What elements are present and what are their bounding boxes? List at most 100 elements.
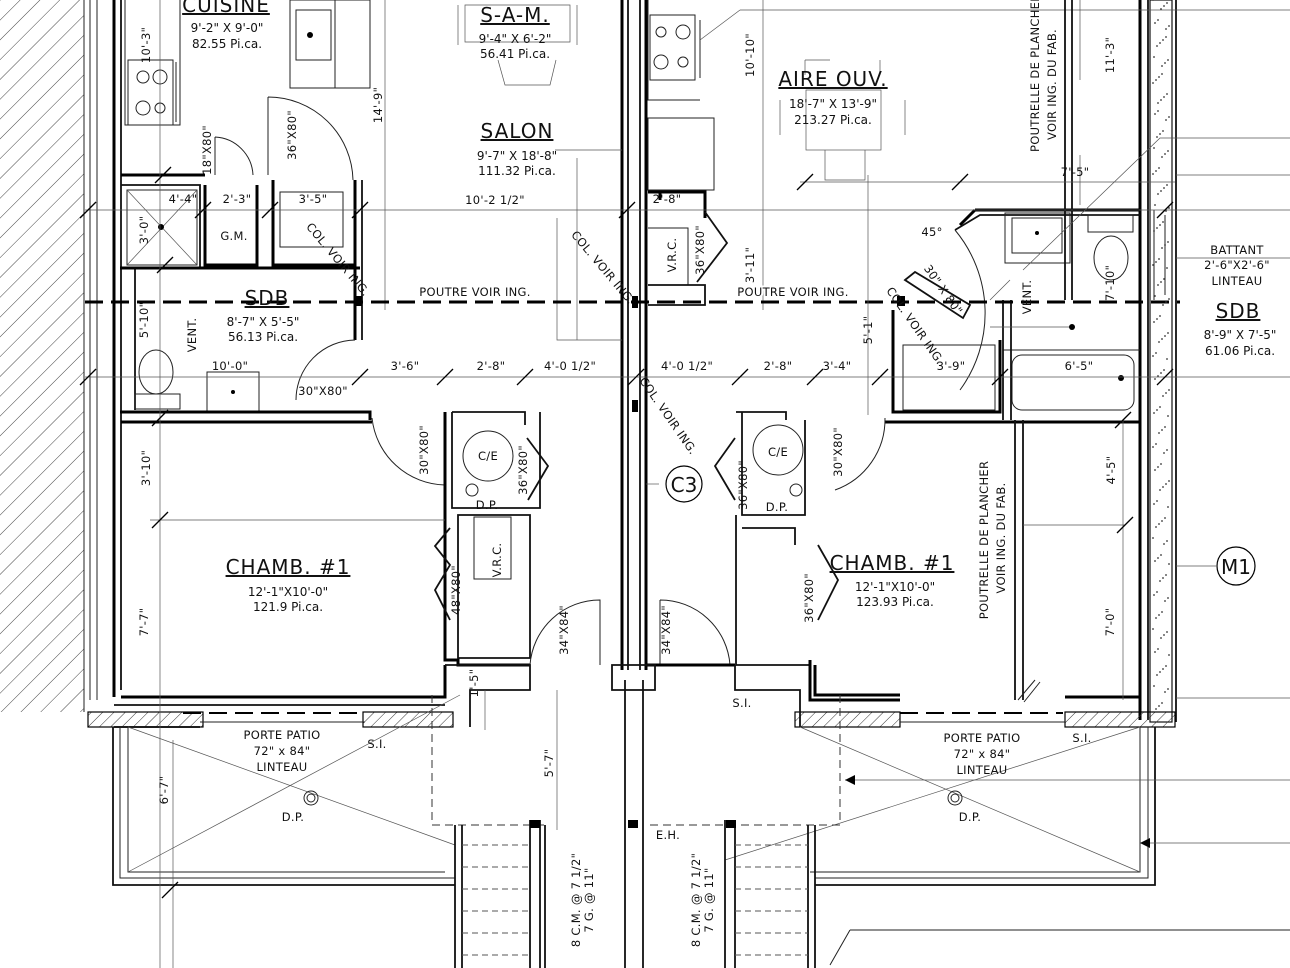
label-vrc: V.R.C. [490,543,504,578]
concrete-speckle [1166,631,1168,633]
label-stairs-treads: 7 G. @ 11" [702,867,716,932]
concrete-speckle [1155,352,1157,354]
concrete-speckle [1158,705,1160,707]
dim: 1'-5" [467,669,481,698]
concrete-speckle [1152,264,1154,266]
concrete-speckle [1165,28,1167,30]
dimension-tick [79,201,97,219]
dimension-tick [796,173,814,191]
label-window-lintel: LINTEAU [1211,274,1262,288]
dim: 4'-5" [1104,456,1118,485]
dim: 7'-0" [1103,608,1117,637]
concrete-speckle [1154,295,1156,297]
right-patio-door [611,664,1176,728]
dimension-tick [806,368,824,386]
left-exterior-wall [89,0,122,700]
room-open-area-name: AIRE OUV. [778,67,887,91]
dim: 36"X80" [693,225,707,275]
label-dp-closet: D.P. [766,500,789,514]
dimension-tick [156,256,174,274]
concrete-speckle [1164,153,1166,155]
concrete-speckle [1165,392,1167,394]
left-patio-door [87,664,531,728]
concrete-speckle [1164,691,1166,693]
dim: 10'-3" [139,27,153,63]
concrete-speckle [1152,711,1154,713]
concrete-speckle [1154,22,1156,24]
dim: 2'-8" [653,192,682,206]
concrete-speckle [1158,432,1160,434]
dimension-lines [79,0,1290,968]
dim: 14'-9" [371,87,385,123]
concrete-speckle [1161,520,1163,522]
concrete-speckle [1163,96,1165,98]
concrete-speckle [1166,184,1168,186]
concrete-speckle [1168,207,1170,209]
concrete-speckle [1168,298,1170,300]
marker-c3-label: C3 [671,473,698,497]
concrete-speckle [1168,654,1170,656]
concrete-speckle [1154,651,1156,653]
label-patio-door: PORTE PATIO [243,728,320,742]
concrete-speckle [1159,224,1161,226]
left-unit-dimensions: 10'-3" 18"X80" 36"X80" 14'-9" 10'-2 1/2"… [137,27,596,805]
concrete-speckle [1166,93,1168,95]
concrete-speckle [1159,133,1161,135]
concrete-speckle [1160,637,1162,639]
section-marker-m1[interactable]: M1 [1216,546,1256,586]
concrete-speckle [1164,244,1166,246]
adjacent-wall-hatch [0,0,84,712]
room-living-dims: 9'-7" X 18'-8" [477,149,557,163]
dim: 6'-7" [157,776,171,805]
concrete-speckle [1152,173,1154,175]
dimension-tick [731,368,749,386]
dim: 5'-1" [861,316,875,345]
dim: 4'-4" [169,192,198,206]
dim: 4'-0 1/2" [661,359,713,373]
concrete-speckle [1154,378,1156,380]
label-eh: E.H. [656,828,680,842]
concrete-speckle [1161,429,1163,431]
dim: 11'-3" [1103,37,1117,73]
concrete-speckle [1166,2,1168,4]
section-marker-c3[interactable]: C3 [665,465,703,503]
dim: 6'-5" [1065,359,1094,373]
concrete-speckle [1159,406,1161,408]
dimension-tick [351,368,369,386]
dim: 30"X80" [831,427,845,477]
concrete-speckle [1156,500,1158,502]
concrete-speckle [1156,674,1158,676]
concrete-speckle [1166,267,1168,269]
dim: 30" X 80" [921,262,966,317]
concrete-speckle [1164,426,1166,428]
dim: 34"X84" [659,605,673,655]
stairs [454,820,816,968]
dim: 18"X80" [200,125,214,175]
dim: 3'-10" [139,450,153,486]
concrete-speckle [1163,187,1165,189]
label-dp-deck: D.P. [282,810,305,824]
dim: 30"X80" [417,425,431,475]
concrete-speckle [1162,395,1164,397]
concrete-speckle [1156,227,1158,229]
dimension-tick [194,201,212,219]
label-dp-deck: D.P. [959,810,982,824]
concrete-speckle [1166,449,1168,451]
concrete-speckle [1160,99,1162,101]
concrete-speckle [1157,102,1159,104]
concrete-speckle [1155,617,1157,619]
concrete-speckle [1158,258,1160,260]
concrete-speckle [1157,284,1159,286]
right-kitchen [647,0,1290,310]
concrete-speckle [1161,247,1163,249]
concrete-speckle [1158,614,1160,616]
concrete-speckle [1167,688,1169,690]
concrete-speckle [1154,204,1156,206]
concrete-speckle [1163,452,1165,454]
concrete-speckle [1166,540,1168,542]
dimension-tick [436,368,454,386]
dimension-tick [871,368,889,386]
concrete-speckle [1160,190,1162,192]
concrete-speckle [1159,315,1161,317]
dim: 36"X80" [285,110,299,160]
